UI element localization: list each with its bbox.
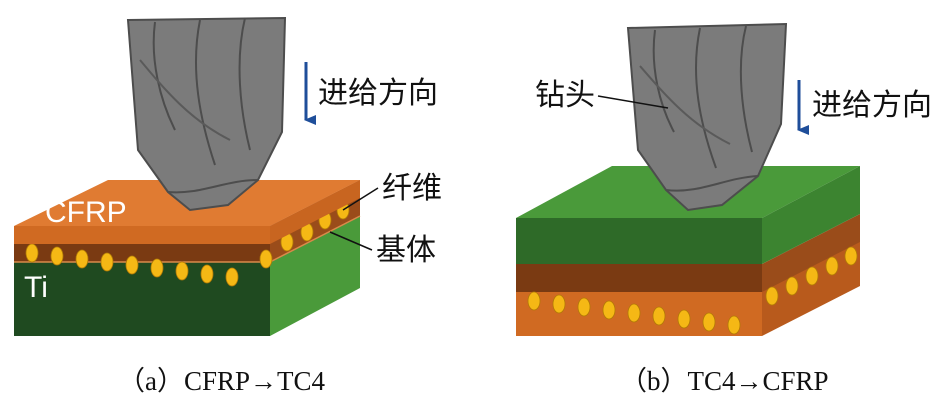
drill-leader	[597, 95, 669, 109]
drill-label: 钻头	[535, 78, 595, 113]
panel-b: 钻头 进给方向 （b）TC4→CFRP	[516, 22, 932, 396]
matrix-band-b	[516, 214, 860, 292]
fiber-label: 纤维	[382, 171, 442, 206]
fibers-front-a	[25, 243, 239, 287]
fibers-side-b	[765, 246, 858, 306]
cfrp-label: CFRP	[45, 196, 127, 229]
panel-a: 进给方向 CFRP Ti 纤维 基体 （a）CFRP→TC4	[14, 16, 442, 396]
drill-bit-b	[626, 22, 788, 212]
matrix-label: 基体	[376, 233, 436, 268]
drill-bit-a	[126, 16, 287, 212]
fiber-leader	[342, 187, 379, 211]
caption-b: （b）TC4→CFRP	[620, 366, 829, 396]
ti-label: Ti	[24, 271, 48, 304]
feed-direction-label-b: 进给方向	[812, 88, 932, 123]
feed-direction-label-a: 进给方向	[318, 76, 438, 111]
caption-a: （a）CFRP→TC4	[118, 366, 326, 396]
matrix-leader	[329, 231, 373, 251]
fibers-front-b	[527, 291, 741, 335]
